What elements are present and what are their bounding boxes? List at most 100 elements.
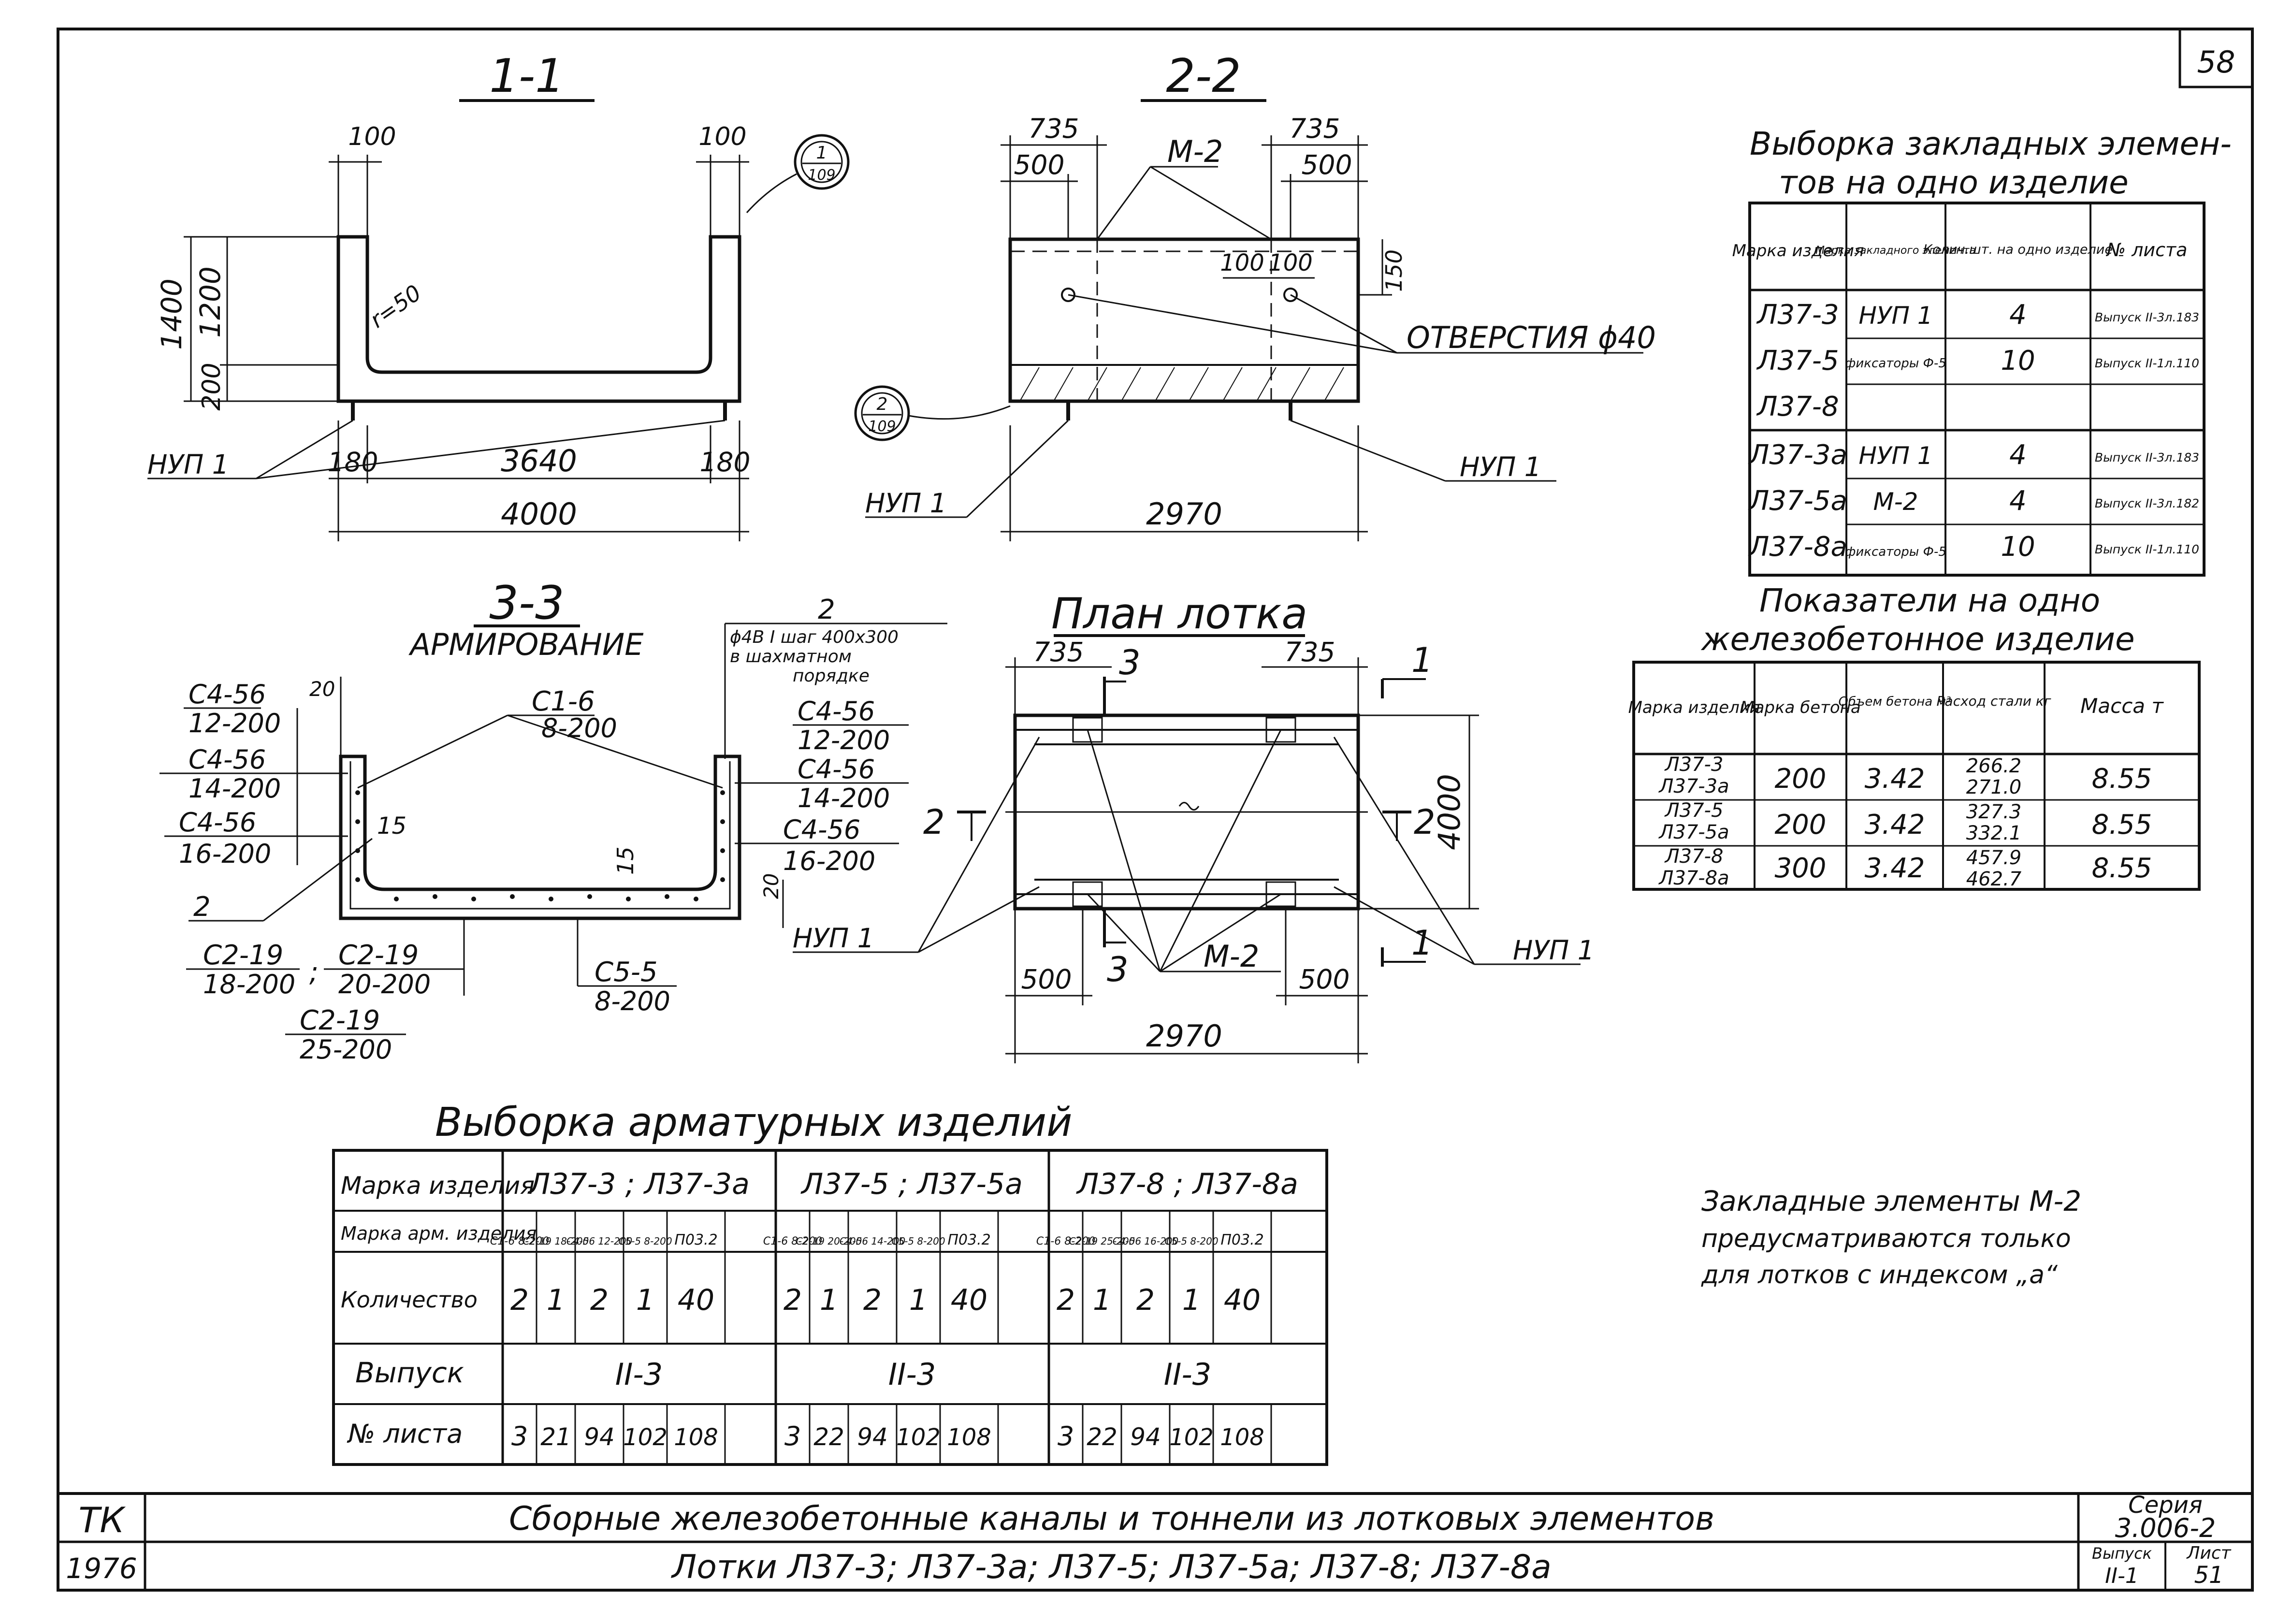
- svg-text:Выпуск: Выпуск: [2092, 1544, 2152, 1563]
- svg-text:94: 94: [584, 1423, 615, 1451]
- rebar-table: Выборка арматурных изделий: [332, 1100, 1328, 1466]
- svg-text:1: 1: [1093, 1283, 1111, 1317]
- svg-text:200: 200: [197, 362, 226, 410]
- svg-text:С4-56 14-200: С4-56 14-200: [840, 1235, 906, 1247]
- svg-text:20: 20: [759, 873, 783, 899]
- svg-text:Л37-8: Л37-8: [1664, 845, 1724, 868]
- section-2-2: 2-2 735 735 500 500: [854, 50, 1656, 541]
- svg-text:8.55: 8.55: [2092, 853, 2152, 884]
- section-2-2-nup-left: НУП 1: [865, 488, 947, 519]
- svg-text:Колич.шт. на одно изделие: Колич.шт. на одно изделие: [1923, 242, 2113, 257]
- svg-text:500: 500: [1302, 149, 1352, 180]
- rebar-table-title: Выборка арматурных изделий: [435, 1100, 1072, 1146]
- svg-text:Закладные элементы М-2: Закладные элементы М-2: [1701, 1185, 2081, 1218]
- svg-text:2: 2: [590, 1283, 609, 1317]
- indicators-title-1: Показатели на одно: [1759, 582, 2100, 619]
- section-1-1-callout: [794, 134, 850, 190]
- svg-text:Выпуск II-3л.183: Выпуск II-3л.183: [2095, 310, 2199, 324]
- section-3-3: 3-3 АРМИРОВАНИЕ С4-56 12-200 С4-56 14-20…: [160, 577, 947, 1065]
- sheet-frame: [57, 28, 2254, 1592]
- svg-text:С4-56: С4-56: [783, 814, 860, 845]
- svg-text:3.42: 3.42: [1865, 763, 1925, 795]
- section-3-3-profile: [339, 754, 741, 920]
- drawing-subtitle: Лотки Л37-3; Л37-3а; Л37-5; Л37-5а; Л37-…: [670, 1548, 1552, 1586]
- svg-text:40: 40: [951, 1283, 987, 1317]
- svg-text:2: 2: [1414, 802, 1436, 842]
- svg-text:Выпуск II-3л.182: Выпуск II-3л.182: [2095, 496, 2199, 510]
- svg-text:1200: 1200: [194, 266, 227, 338]
- svg-text:94: 94: [857, 1423, 888, 1451]
- svg-text:1400: 1400: [155, 278, 188, 350]
- svg-text:Количество: Количество: [341, 1287, 478, 1313]
- svg-text:735: 735: [1033, 637, 1084, 667]
- embedded-table-title-1: Выборка закладных элемен-: [1750, 125, 2232, 162]
- svg-text:8.55: 8.55: [2092, 809, 2152, 841]
- svg-text:1: 1: [820, 1283, 838, 1317]
- series-number: 3.006-2: [2115, 1513, 2216, 1543]
- svg-text:2: 2: [510, 1283, 529, 1317]
- svg-text:С2-19: С2-19: [203, 940, 283, 971]
- svg-text:Серия: Серия: [2128, 1492, 2203, 1519]
- svg-text:Л37-8а: Л37-8а: [1748, 531, 1847, 563]
- svg-text:150: 150: [1381, 249, 1407, 292]
- svg-text:4000: 4000: [501, 496, 577, 532]
- svg-text:Выпуск II-1л.110: Выпуск II-1л.110: [2095, 356, 2199, 370]
- indicators-table: Показатели на одно железобетонное издели…: [1628, 582, 2201, 891]
- svg-text:3.42: 3.42: [1865, 853, 1925, 884]
- svg-text:457.9: 457.9: [1966, 847, 2022, 869]
- sheet-index: 51: [2194, 1562, 2223, 1589]
- svg-text:3: 3: [1119, 643, 1141, 682]
- svg-text:С4-56: С4-56: [798, 754, 875, 784]
- svg-text:Лист: Лист: [2186, 1543, 2231, 1563]
- svg-text:8.55: 8.55: [2092, 763, 2152, 795]
- svg-text:r=50: r=50: [365, 279, 426, 333]
- plan-nup-right: НУП 1: [1513, 935, 1595, 966]
- svg-text:4: 4: [2009, 439, 2027, 471]
- svg-text:С5-5 8-200: С5-5 8-200: [891, 1235, 945, 1247]
- svg-text:Марка изделия: Марка изделия: [1732, 241, 1864, 261]
- svg-text:2970: 2970: [1146, 496, 1222, 532]
- svg-text:2: 2: [818, 594, 835, 625]
- year: 1976: [66, 1552, 137, 1585]
- svg-text:500: 500: [1299, 964, 1350, 995]
- svg-text:500: 500: [1014, 149, 1065, 180]
- svg-text:П03.2: П03.2: [1220, 1232, 1263, 1248]
- svg-text:22: 22: [813, 1423, 844, 1451]
- svg-text:3: 3: [511, 1421, 528, 1451]
- svg-text:8-200: 8-200: [541, 713, 617, 743]
- svg-text:Л37-3: Л37-3: [1756, 299, 1839, 331]
- svg-text:Л37-5 ; Л37-5а: Л37-5 ; Л37-5а: [800, 1167, 1023, 1201]
- svg-text:Л37-8а: Л37-8а: [1658, 867, 1729, 889]
- svg-text:1: 1: [1182, 1283, 1201, 1317]
- svg-text:II-3: II-3: [888, 1357, 936, 1392]
- svg-text:10: 10: [2001, 345, 2035, 377]
- svg-text:ϕ4В I шаг 400x300: ϕ4В I шаг 400x300: [730, 627, 899, 647]
- svg-text:порядке: порядке: [793, 666, 870, 686]
- svg-text:16-200: 16-200: [783, 846, 875, 876]
- svg-text:С2-19: С2-19: [300, 1005, 380, 1036]
- svg-text:Марка изделия: Марка изделия: [341, 1172, 535, 1200]
- svg-text:1: 1: [1411, 923, 1433, 963]
- embedded-elements-table: Выборка закладных элемен- тов на одно из…: [1732, 125, 2232, 577]
- svg-text:4: 4: [2009, 485, 2027, 517]
- svg-text:Марка изделия: Марка изделия: [1628, 698, 1760, 717]
- svg-text:II-3: II-3: [1164, 1357, 1211, 1392]
- section-1-1: 1-1 1400 1200 200 100 100 r=50 180 364: [147, 50, 850, 541]
- svg-text:Л37-8 ; Л37-8а: Л37-8 ; Л37-8а: [1076, 1167, 1298, 1201]
- svg-text:102: 102: [623, 1424, 667, 1451]
- svg-text:С1-6 8-200: С1-6 8-200: [490, 1235, 549, 1247]
- section-2-2-body: [1008, 237, 1360, 403]
- svg-text:С4-56: С4-56: [179, 807, 256, 838]
- svg-text:40: 40: [1224, 1283, 1261, 1317]
- svg-text:21: 21: [540, 1423, 571, 1451]
- svg-text:327.3: 327.3: [1966, 801, 2022, 823]
- svg-text:Л37-3а: Л37-3а: [1658, 775, 1729, 798]
- section-3-3-title: 3-3: [489, 577, 564, 630]
- svg-text:102: 102: [896, 1424, 941, 1451]
- svg-text:НУП 1: НУП 1: [1858, 302, 1932, 330]
- svg-text:200: 200: [1775, 763, 1827, 795]
- svg-text:14-200: 14-200: [798, 783, 890, 813]
- svg-text:Л37-3: Л37-3: [1664, 754, 1724, 776]
- svg-text:3: 3: [784, 1421, 801, 1451]
- svg-text:3.42: 3.42: [1865, 809, 1925, 841]
